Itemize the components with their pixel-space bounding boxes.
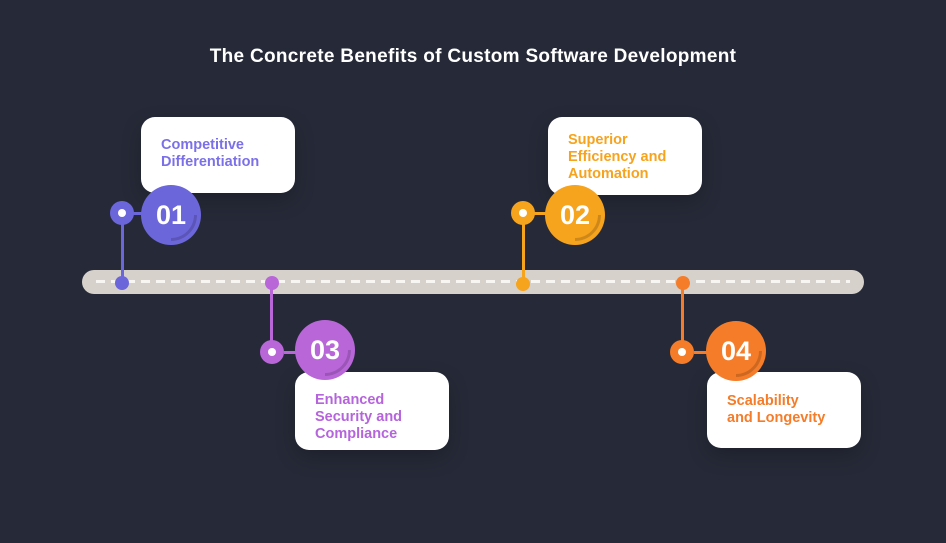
item-2-number: 02 bbox=[559, 199, 591, 230]
item-3-connector bbox=[284, 351, 296, 354]
item-3-number: 03 bbox=[309, 334, 341, 365]
item-4-number: 04 bbox=[720, 335, 752, 366]
item-1-number: 01 bbox=[155, 199, 187, 230]
item-3-node-circle bbox=[260, 340, 284, 364]
item-4-card: Scalability and Longevity bbox=[707, 372, 861, 448]
item-2-number-circle: 02 bbox=[545, 185, 605, 245]
item-1-number-circle: 01 bbox=[141, 185, 201, 245]
item-2-stem bbox=[522, 213, 525, 284]
item-3-label: Enhanced Security and Compliance bbox=[315, 392, 403, 442]
item-3-stem bbox=[270, 283, 273, 352]
item-1-node-circle bbox=[110, 201, 134, 225]
item-1-stem bbox=[121, 213, 124, 283]
item-2-timeline-dot bbox=[516, 277, 530, 291]
item-2-card: Superior Efficiency and Automation bbox=[548, 117, 702, 195]
item-4-node-circle bbox=[670, 340, 694, 364]
item-4-connector bbox=[694, 351, 707, 354]
item-4-label: Scalability and Longevity bbox=[727, 393, 826, 426]
item-2-label: Superior Efficiency and Automation bbox=[568, 132, 667, 182]
item-4-stem bbox=[681, 283, 684, 352]
timeline-dashed-line bbox=[96, 280, 850, 283]
item-3-card: Enhanced Security and Compliance bbox=[295, 372, 449, 450]
item-3-timeline-dot bbox=[265, 276, 279, 290]
item-2-connector bbox=[533, 212, 546, 215]
item-1-timeline-dot bbox=[115, 276, 129, 290]
item-3-number-circle: 03 bbox=[295, 320, 355, 380]
item-4-number-circle: 04 bbox=[706, 321, 766, 381]
item-1-label: Competitive Differentiation bbox=[161, 137, 260, 170]
item-4-timeline-dot bbox=[676, 276, 690, 290]
item-2-node-circle bbox=[511, 201, 535, 225]
item-1-connector bbox=[132, 212, 144, 215]
item-1-card: Competitive Differentiation bbox=[141, 117, 295, 193]
page-title: The Concrete Benefits of Custom Software… bbox=[209, 46, 737, 67]
timeline-bar bbox=[82, 270, 864, 294]
